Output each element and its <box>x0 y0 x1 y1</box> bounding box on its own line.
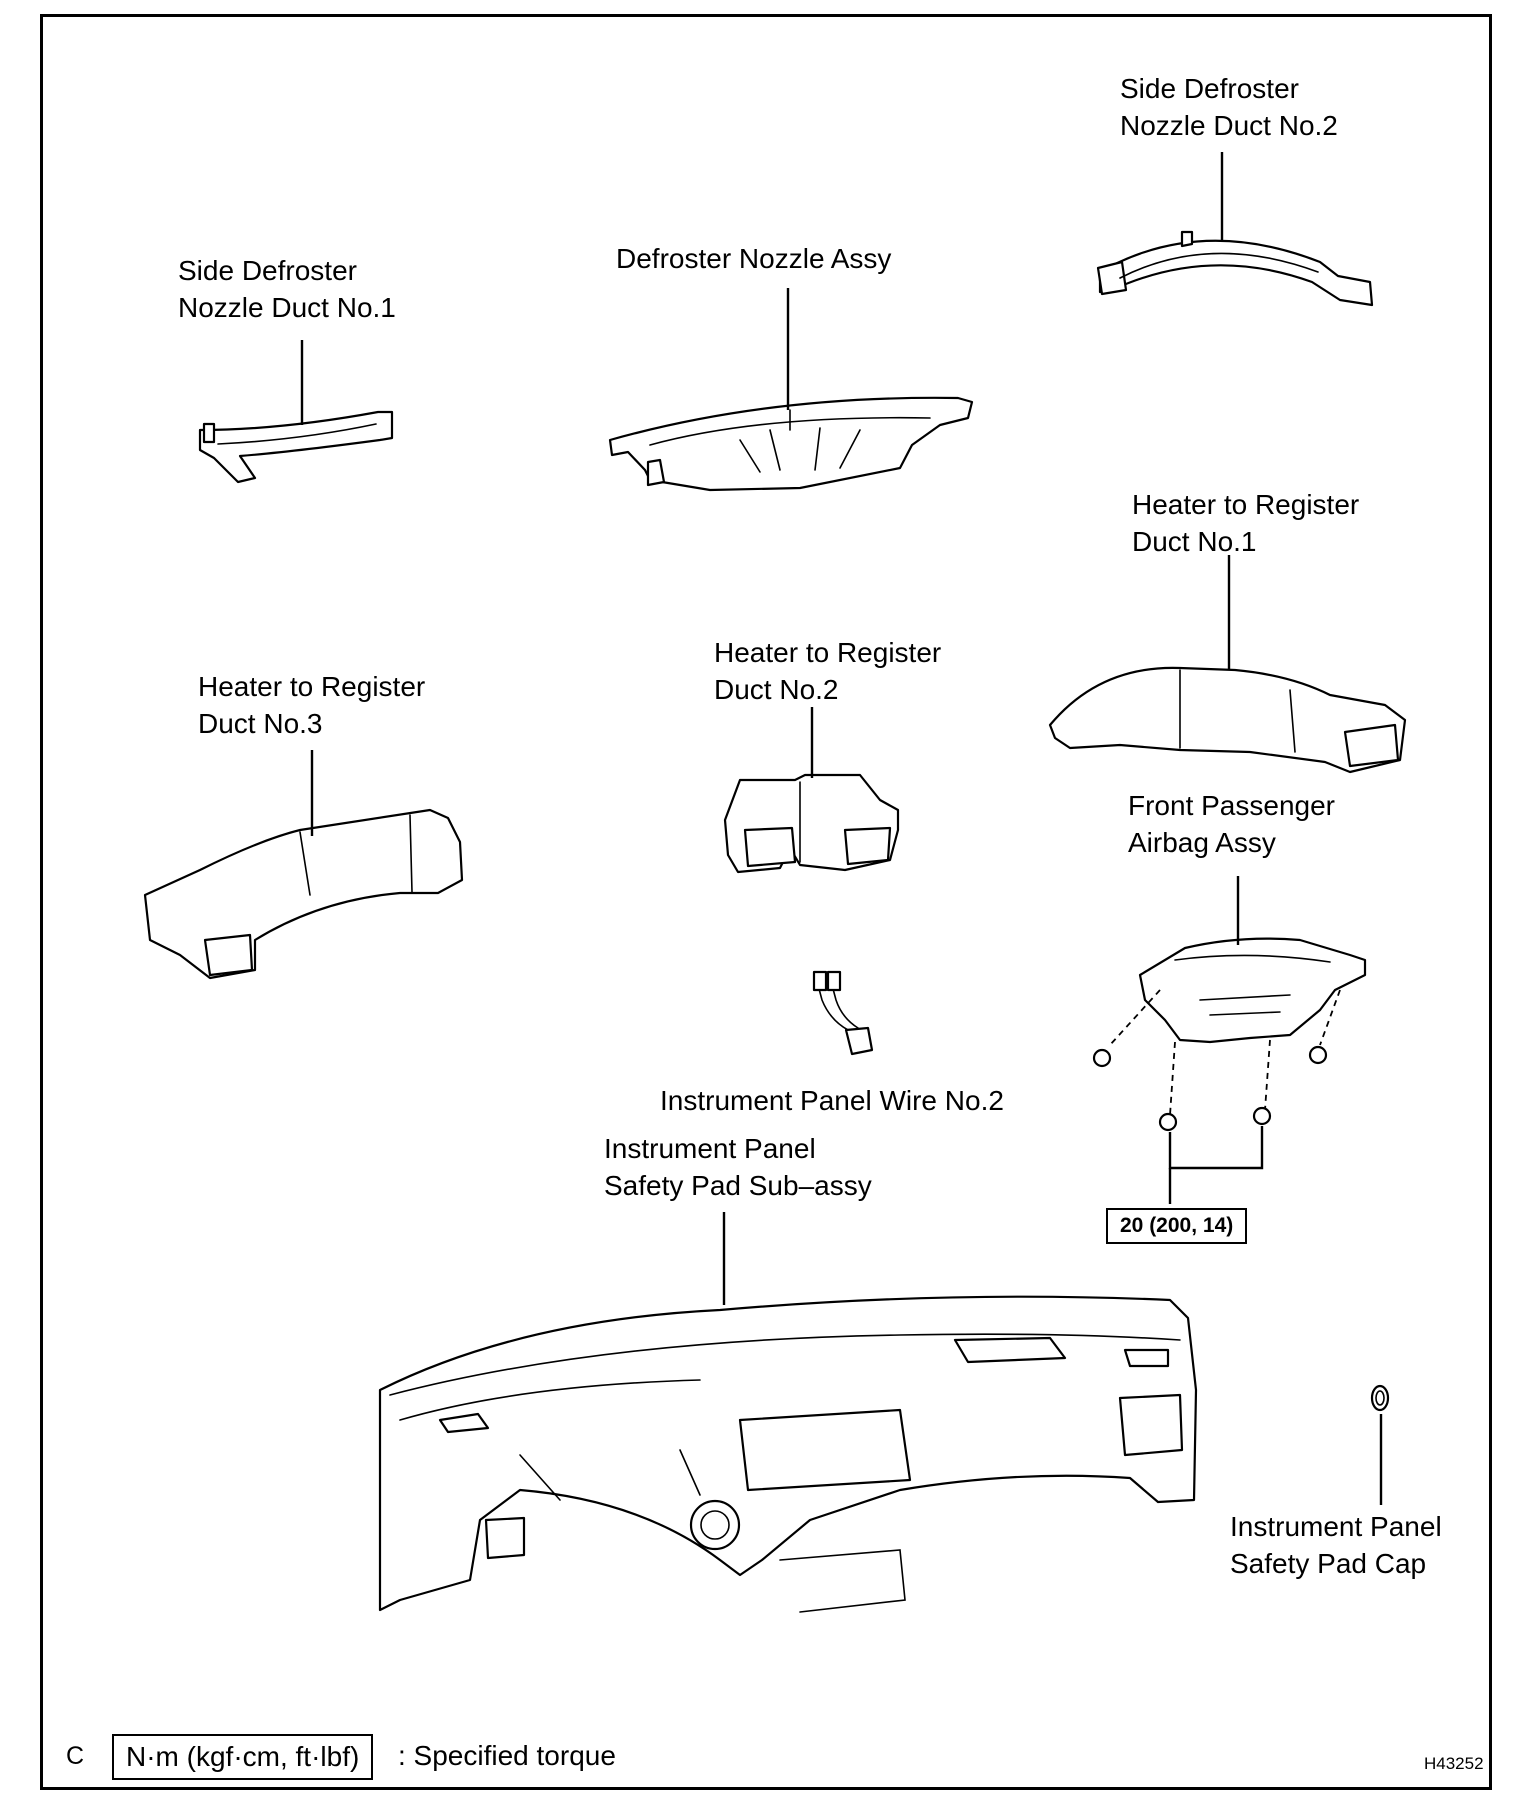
front-passenger-airbag-drawing <box>1138 937 1367 1044</box>
label-heater-register-duct-3: Heater to Register Duct No.3 <box>198 671 426 739</box>
label-safety-pad-sub-assy: Instrument Panel Safety Pad Sub–assy <box>604 1133 872 1201</box>
torque-value-box: 20 (200, 14) <box>1106 1208 1248 1244</box>
diagram-frame <box>40 14 1492 1790</box>
label-safety-pad-cap: Instrument Panel Safety Pad Cap <box>1230 1511 1442 1579</box>
label-defroster-nozzle-assy: Defroster Nozzle Assy <box>616 243 892 274</box>
torque-bracket <box>1168 1126 1264 1170</box>
torque-legend-description: : Specified torque <box>398 1740 616 1771</box>
label-heater-register-duct-2: Heater to Register Duct No.2 <box>714 637 942 705</box>
instrument-panel-wire-drawing <box>812 970 874 1056</box>
safety-pad-drawing <box>378 1295 1198 1613</box>
defroster-nozzle-drawing <box>608 396 974 492</box>
label-side-defroster-duct-2: Side Defroster Nozzle Duct No.2 <box>1120 73 1338 141</box>
label-side-defroster-duct-1: Side Defroster Nozzle Duct No.1 <box>178 255 396 323</box>
heater-register-duct-2-drawing <box>723 773 900 874</box>
label-front-passenger-airbag: Front Passenger Airbag Assy <box>1128 790 1335 858</box>
torque-unit-legend-box: N·m (kgf·cm, ft·lbf) <box>112 1734 374 1780</box>
side-defroster-duct-2-drawing <box>1096 230 1374 307</box>
heater-register-duct-3-drawing <box>143 808 464 980</box>
corner-letter: C <box>66 1742 85 1770</box>
side-defroster-duct-1-drawing <box>198 410 394 484</box>
bolt-icons <box>1092 1045 1328 1132</box>
label-heater-register-duct-1: Heater to Register Duct No.1 <box>1132 489 1360 557</box>
safety-pad-cap-drawing <box>1370 1384 1390 1412</box>
label-instrument-panel-wire-2: Instrument Panel Wire No.2 <box>660 1085 1004 1116</box>
heater-register-duct-1-drawing <box>1048 666 1407 774</box>
figure-code: H43252 <box>1424 1754 1484 1773</box>
